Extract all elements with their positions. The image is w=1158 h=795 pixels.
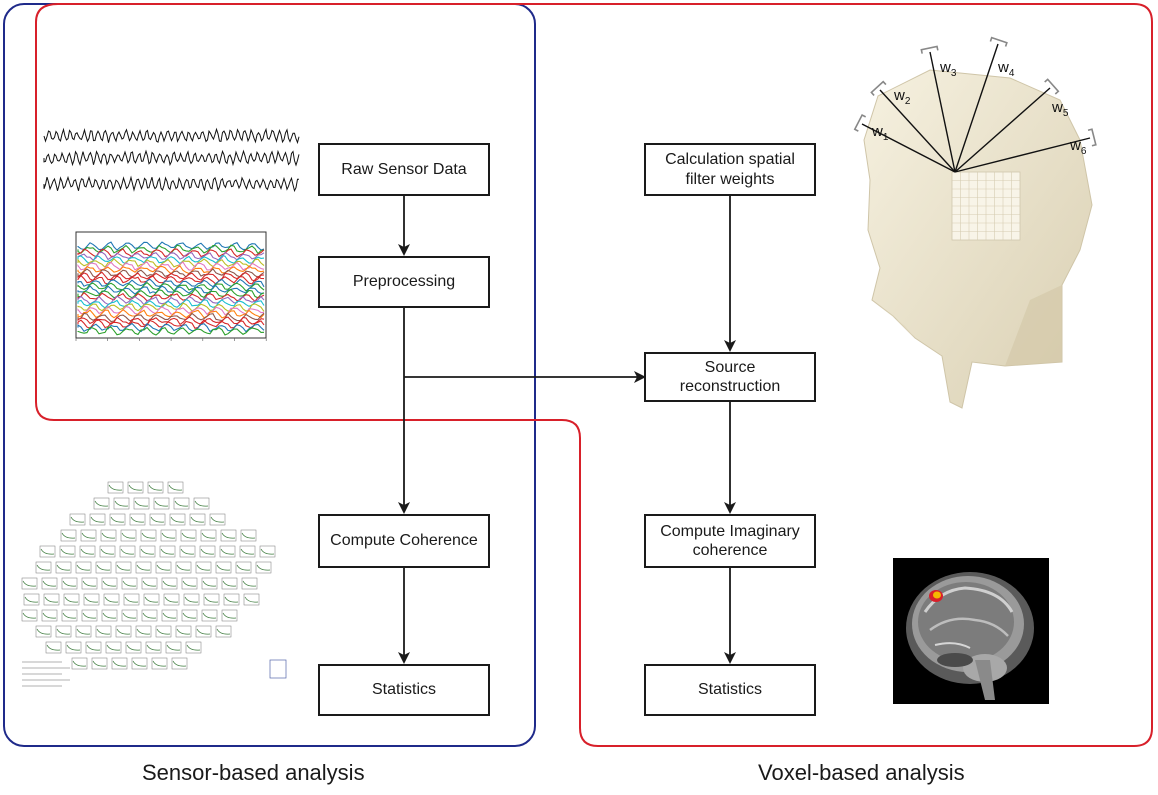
source-reconstruction-box: Source reconstruction	[644, 352, 816, 402]
source-recon-line2: reconstruction	[679, 378, 781, 395]
imag-coh-line1: Compute Imaginary	[660, 522, 800, 540]
preprocessed-signal-plot	[75, 231, 267, 341]
imag-coh-line2: coherence	[692, 542, 768, 559]
mri-brain-slice	[893, 558, 1049, 704]
head-model-illustration	[853, 36, 1097, 409]
calc-weights-line1: Calculation spatial	[665, 151, 795, 169]
calculation-spatial-filter-weights-box: Calculation spatial filter weights	[644, 143, 816, 196]
statistics-voxel-box: Statistics	[644, 664, 816, 716]
sensor-analysis-caption: Sensor-based analysis	[142, 760, 365, 785]
source-recon-line1: Source	[704, 358, 756, 376]
raw-sensor-data-box: Raw Sensor Data	[318, 143, 490, 196]
calc-weights-line2: filter weights	[685, 170, 775, 188]
raw-signal-thumbnail	[43, 127, 300, 193]
preprocessing-box: Preprocessing	[318, 256, 490, 308]
compute-coherence-box: Compute Coherence	[318, 514, 490, 568]
compute-imaginary-coherence-box: Compute Imaginary coherence	[644, 514, 816, 568]
voxel-region-outline	[35, 3, 1153, 747]
weight-label-w4: w4	[997, 59, 1015, 79]
topographic-coherence-plot	[21, 481, 287, 687]
statistics-sensor-box: Statistics	[318, 664, 490, 716]
voxel-analysis-caption: Voxel-based analysis	[758, 760, 965, 785]
